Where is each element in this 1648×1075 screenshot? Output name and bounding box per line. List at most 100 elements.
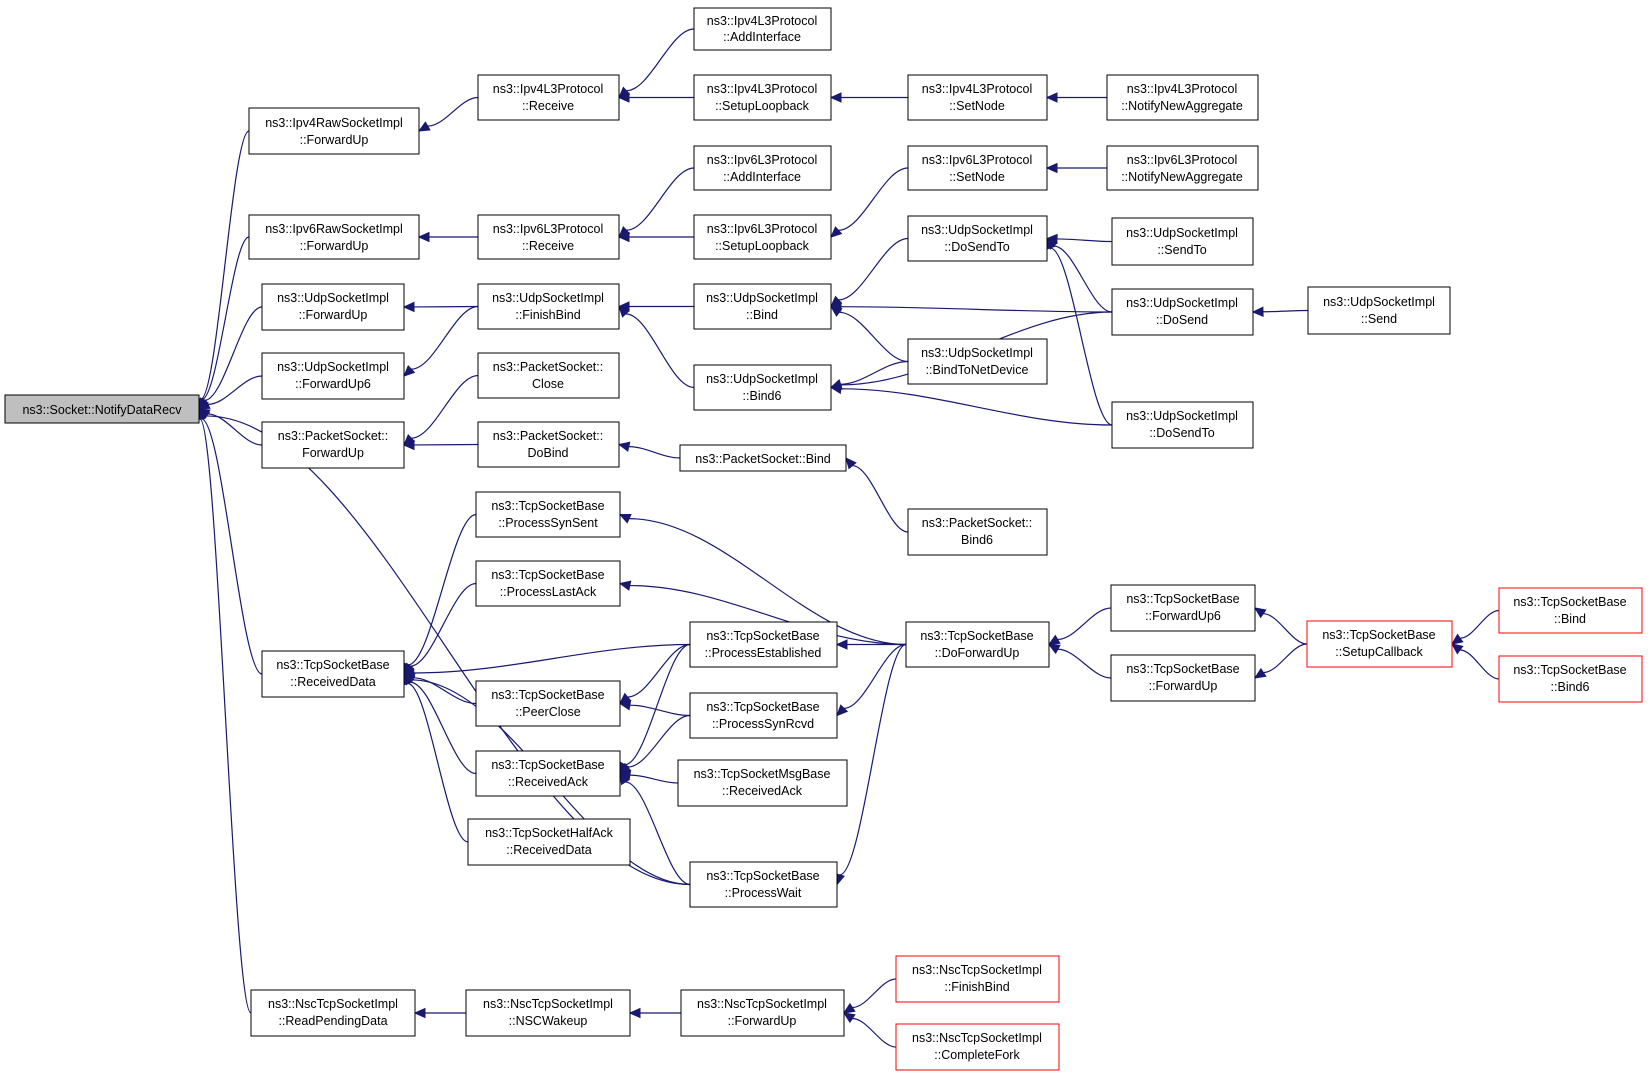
node-ipv6l3protocol-setuploopback[interactable]: ns3::Ipv6L3Protocol ::SetupLoopback: [693, 214, 832, 260]
svg-text:ns3::TcpSocketBase: ns3::TcpSocketBase: [706, 700, 819, 714]
svg-text:::ForwardUp6: ::ForwardUp6: [295, 377, 371, 391]
node-packetsocket-forwardup[interactable]: ns3::PacketSocket:: ForwardUp: [261, 421, 405, 469]
svg-text:ns3::TcpSocketBase: ns3::TcpSocketBase: [491, 758, 604, 772]
node-udpsocketimpl-bindtonetdevice[interactable]: ns3::UdpSocketImpl ::BindToNetDevice: [907, 338, 1048, 385]
node-udpsocketimpl-forwardup[interactable]: ns3::UdpSocketImpl ::ForwardUp: [261, 283, 405, 331]
arrowhead-icon: [836, 704, 849, 717]
edge-line: [409, 681, 477, 775]
node-ipv4l3protocol-receive[interactable]: ns3::Ipv4L3Protocol ::Receive: [477, 74, 620, 121]
svg-text:ns3::UdpSocketImpl: ns3::UdpSocketImpl: [1126, 296, 1238, 310]
svg-text:ns3::UdpSocketImpl: ns3::UdpSocketImpl: [1126, 409, 1238, 423]
node-tcpsocketbase-forwardup6[interactable]: ns3::TcpSocketBase ::ForwardUp6: [1110, 584, 1256, 632]
node-packetsocket-close[interactable]: ns3::PacketSocket:: Close: [477, 352, 620, 399]
arrowhead-icon: [402, 439, 415, 451]
svg-text:::ForwardUp: ::ForwardUp: [1149, 679, 1218, 693]
edge-ns3-udpsocketimpl-bind6-to-ns3-udpsocketimpl-finishbind: [618, 305, 695, 389]
node-ipv4l3protocol-notifynewaggregate[interactable]: ns3::Ipv4L3Protocol ::NotifyNewAggregate: [1106, 74, 1259, 121]
edge-ns3-udpsocketimpl-send-to-ns3-udpsocketimpl-dosend: [1251, 306, 1309, 317]
node-udpsocketimpl-dosendto[interactable]: ns3::UdpSocketImpl ::DoSendTo: [907, 215, 1048, 262]
node-nsctcpsocketimpl-forwardup[interactable]: ns3::NscTcpSocketImpl ::ForwardUp: [680, 989, 845, 1037]
node-packetsocket-dobind[interactable]: ns3::PacketSocket:: DoBind: [477, 421, 620, 468]
edge-ns3-udpsocketimpl-dosendto-to-ns3-udpsocketimpl-dosendto: [1045, 237, 1113, 426]
node-tcpsocketbase-processwait[interactable]: ns3::TcpSocketBase ::ProcessWait: [689, 861, 838, 908]
node-packetsocket-bind6[interactable]: ns3::PacketSocket:: Bind6: [907, 508, 1048, 556]
edge-ns3-ipv6rawsocketimpl-forwardup-to-ns3-socket-notifydatarecv: [196, 236, 250, 411]
arrowhead-icon: [842, 1012, 856, 1024]
node-layer: ns3::Socket::NotifyDataRecv ns3::Ipv4Raw…: [4, 7, 1643, 1071]
node-udpsocketimpl-dosend[interactable]: ns3::UdpSocketImpl ::DoSend: [1111, 288, 1254, 336]
node-tcpsocketbase-processsynsent[interactable]: ns3::TcpSocketBase ::ProcessSynSent: [475, 491, 621, 538]
node-tcpsocketbase-forwardup[interactable]: ns3::TcpSocketBase ::ForwardUp: [1110, 654, 1256, 702]
node-udpsocketimpl-sendto[interactable]: ns3::UdpSocketImpl ::SendTo: [1111, 217, 1254, 266]
edge-line: [843, 643, 907, 709]
edge-line: [838, 167, 909, 231]
arrowhead-icon: [845, 457, 857, 470]
node-ipv4l3protocol-addinterface[interactable]: ns3::Ipv4L3Protocol ::AddInterface: [693, 7, 832, 51]
node-ipv6l3protocol-addinterface[interactable]: ns3::Ipv6L3Protocol ::AddInterface: [693, 145, 832, 191]
node-tcpsocketbase-bind6[interactable]: ns3::TcpSocketBase ::Bind6: [1498, 655, 1643, 703]
arrowhead-icon: [198, 408, 211, 421]
svg-text:::DoSend: ::DoSend: [1156, 313, 1208, 327]
node-nsctcpsocketimpl-completefork[interactable]: ns3::NscTcpSocketImpl ::CompleteFork: [895, 1023, 1060, 1071]
node-nsctcpsocketimpl-readpendingdata[interactable]: ns3::NscTcpSocketImpl ::ReadPendingData: [250, 989, 416, 1037]
svg-text:::ForwardUp: ::ForwardUp: [300, 239, 369, 253]
node-socket-notifydatarecv[interactable]: ns3::Socket::NotifyDataRecv: [4, 394, 200, 424]
node-ipv4l3protocol-setnode[interactable]: ns3::Ipv4L3Protocol ::SetNode: [907, 74, 1048, 121]
edge-line: [629, 704, 691, 717]
node-nsctcpsocketimpl-nscwakeup[interactable]: ns3::NscTcpSocketImpl ::NSCWakeup: [465, 989, 631, 1037]
node-tcpsocketbase-processlastack[interactable]: ns3::TcpSocketBase ::ProcessLastAck: [475, 560, 621, 607]
node-tcpsocketbase-receivedack[interactable]: ns3::TcpSocketBase ::ReceivedAck: [475, 750, 621, 797]
edge-ns3-ipv4l3protocol-addinterface-to-ns3-ipv4l3protocol-receive: [618, 28, 695, 99]
edge-ns3-tcpsocketbase-processwait-to-ns3-socket-notifydatarecv: [198, 408, 691, 886]
arrowhead-icon: [830, 226, 843, 238]
node-udpsocketimpl-bind6[interactable]: ns3::UdpSocketImpl ::Bind6: [693, 364, 832, 411]
node-ipv4rawsocketimpl-forwardup[interactable]: ns3::Ipv4RawSocketImpl ::ForwardUp: [248, 107, 420, 155]
node-udpsocketimpl-bind[interactable]: ns3::UdpSocketImpl ::Bind: [693, 283, 832, 330]
node-udpsocketimpl-finishbind[interactable]: ns3::UdpSocketImpl ::FinishBind: [477, 283, 620, 330]
node-ipv6l3protocol-receive[interactable]: ns3::Ipv6L3Protocol ::Receive: [477, 214, 620, 260]
edge-ns3-tcpsocketbase-doforwardup-to-ns3-tcpsocketbase-processlastack: [618, 580, 907, 646]
node-tcpsocketbase-receiveddata[interactable]: ns3::TcpSocketBase ::ReceivedData: [261, 650, 405, 698]
node-ipv6l3protocol-notifynewaggregate[interactable]: ns3::Ipv6L3Protocol ::NotifyNewAggregate: [1106, 145, 1259, 191]
svg-text:ns3::TcpSocketMsgBase: ns3::TcpSocketMsgBase: [694, 767, 831, 781]
node-udpsocketimpl-send[interactable]: ns3::UdpSocketImpl ::Send: [1307, 286, 1451, 335]
node-tcpsocketbase-doforwardup[interactable]: ns3::TcpSocketBase ::DoForwardUp: [905, 621, 1050, 668]
svg-text:::PeerClose: ::PeerClose: [515, 705, 580, 719]
edge-ns3-tcpsocketbase-doforwardup-to-ns3-tcpsocketbase-processsynsent: [618, 513, 907, 646]
svg-text:::ReceivedAck: ::ReceivedAck: [508, 775, 589, 789]
node-tcpsocketbase-setupcallback[interactable]: ns3::TcpSocketBase ::SetupCallback: [1306, 620, 1453, 668]
edge-ns3-ipv4l3protocol-setnode-to-ns3-ipv4l3protocol-setuploopback: [829, 92, 908, 103]
arrowhead-icon: [417, 231, 430, 243]
svg-text:::AddInterface: ::AddInterface: [723, 30, 801, 44]
svg-text:ns3::Socket::NotifyDataRecv: ns3::Socket::NotifyDataRecv: [22, 403, 182, 417]
edge-ns3-packetsocket-bind-to-ns3-packetsocket-dobind: [617, 441, 681, 459]
node-udpsocketimpl-forwardup6[interactable]: ns3::UdpSocketImpl ::ForwardUp6: [261, 352, 405, 400]
svg-text:ns3::Ipv4L3Protocol: ns3::Ipv4L3Protocol: [707, 82, 818, 96]
svg-text:::FinishBind: ::FinishBind: [515, 308, 580, 322]
edge-ns3-udpsocketimpl-finishbind-to-ns3-udpsocketimpl-forwardup: [402, 301, 479, 313]
edge-ns3-ipv4l3protocol-setuploopback-to-ns3-ipv4l3protocol-receive: [617, 92, 694, 103]
node-packetsocket-bind[interactable]: ns3::PacketSocket::Bind: [679, 444, 847, 472]
svg-text:::ForwardUp: ::ForwardUp: [299, 308, 368, 322]
node-tcpsocketbase-processsynrcvd[interactable]: ns3::TcpSocketBase ::ProcessSynRcvd: [689, 692, 838, 739]
node-udpsocketimpl-dosendto-2[interactable]: ns3::UdpSocketImpl ::DoSendTo: [1111, 401, 1254, 449]
node-tcpsocketbase-peerclose[interactable]: ns3::TcpSocketBase ::PeerClose: [475, 680, 621, 727]
edge-line: [1263, 613, 1308, 645]
edge-line: [411, 305, 479, 370]
node-ipv6l3protocol-setnode[interactable]: ns3::Ipv6L3Protocol ::SetNode: [907, 145, 1048, 191]
svg-text:::NotifyNewAggregate: ::NotifyNewAggregate: [1121, 99, 1243, 113]
node-ipv6rawsocketimpl-forwardup[interactable]: ns3::Ipv6RawSocketImpl ::ForwardUp: [248, 214, 420, 260]
svg-text:::DoSendTo: ::DoSendTo: [1149, 426, 1214, 440]
node-nsctcpsocketimpl-finishbind[interactable]: ns3::NscTcpSocketImpl ::FinishBind: [895, 955, 1060, 1003]
edge-line: [407, 513, 477, 666]
node-tcpsocketbase-processestablished[interactable]: ns3::TcpSocketBase ::ProcessEstablished: [689, 621, 838, 668]
edge-line: [627, 714, 691, 768]
node-tcpsockethalfack-receiveddata[interactable]: ns3::TcpSocketHalfAck ::ReceivedData: [467, 818, 631, 866]
edge-ns3-tcpsocketbase-doforwardup-to-ns3-tcpsocketbase-processwait: [834, 643, 907, 886]
arrowhead-icon: [618, 305, 631, 318]
svg-text:::SetNode: ::SetNode: [949, 99, 1005, 113]
node-ipv4l3protocol-setuploopback[interactable]: ns3::Ipv4L3Protocol ::SetupLoopback: [693, 74, 832, 121]
node-tcpsocketmsgbase-receivedack[interactable]: ns3::TcpSocketMsgBase ::ReceivedAck: [677, 759, 848, 807]
edge-ns3-tcpsocketmsgbase-receivedack-to-ns3-tcpsocketbase-receivedack: [618, 769, 679, 784]
node-tcpsocketbase-bind[interactable]: ns3::TcpSocketBase ::Bind: [1498, 587, 1643, 634]
